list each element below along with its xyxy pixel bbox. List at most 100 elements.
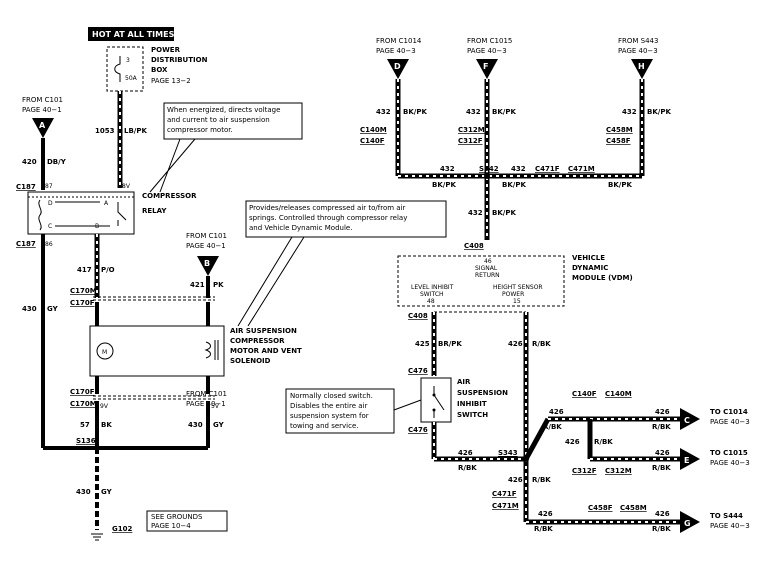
svg-text:C312F: C312F (458, 137, 483, 145)
svg-text:F: F (483, 62, 488, 71)
wire-430-num-c: 430 (188, 421, 203, 429)
c187-bottom: C187 (16, 240, 36, 248)
svg-text:R/BK: R/BK (652, 525, 671, 533)
svg-text:48: 48 (427, 298, 435, 305)
svg-text:BK/PK: BK/PK (502, 181, 526, 189)
conn-b2-from: FROM C101 (186, 390, 227, 398)
svg-text:TO S444: TO S444 (710, 512, 743, 520)
svg-text:432: 432 (440, 165, 455, 173)
svg-text:SUSPENSION: SUSPENSION (457, 389, 508, 397)
relay-label-2: RELAY (142, 207, 167, 215)
svg-text:SIGNAL: SIGNAL (475, 265, 498, 272)
svg-text:PAGE 40−3: PAGE 40−3 (467, 47, 507, 55)
wire-1053-color: LB/PK (124, 127, 147, 135)
svg-text:C312F: C312F (572, 467, 597, 475)
svg-text:C408: C408 (464, 242, 484, 250)
motor-label-1: AIR SUSPENSION (230, 327, 297, 335)
ground-g102: G102 (112, 525, 132, 533)
wire-421-color: PK (213, 281, 224, 289)
conn-b-page: PAGE 40−1 (186, 242, 226, 250)
svg-text:426: 426 (655, 449, 670, 457)
svg-text:S343: S343 (498, 449, 518, 457)
svg-text:PAGE 40−3: PAGE 40−3 (710, 418, 750, 426)
svg-text:C458M: C458M (620, 504, 647, 512)
ground-symbol (91, 533, 103, 541)
svg-text:FROM C1015: FROM C1015 (467, 37, 512, 45)
wire-430-color-c: GY (213, 421, 225, 429)
svg-text:G: G (684, 519, 691, 528)
wire-1053-num: 1053 (95, 127, 115, 135)
svg-text:R/BK: R/BK (652, 423, 671, 431)
connector-c-triangle (680, 408, 700, 430)
svg-text:When energized, directs voltag: When energized, directs voltage (167, 106, 280, 114)
svg-text:426: 426 (549, 408, 564, 416)
hot-at-all-times-banner (88, 27, 174, 41)
svg-text:H: H (638, 62, 645, 71)
svg-text:compressor motor.: compressor motor. (167, 126, 233, 134)
wire-57-num: 57 (80, 421, 90, 429)
svg-text:R/BK: R/BK (534, 525, 553, 533)
svg-text:D: D (394, 62, 401, 71)
svg-text:46: 46 (484, 258, 492, 265)
svg-text:RETURN: RETURN (475, 272, 500, 279)
svg-text:BK/PK: BK/PK (492, 108, 516, 116)
svg-text:C140M: C140M (605, 390, 632, 398)
svg-text:C471M: C471M (568, 165, 595, 173)
compressor-relay-box (27, 191, 135, 235)
svg-text:R/BK: R/BK (543, 423, 562, 431)
wire-430-color-a: GY (47, 305, 59, 313)
svg-text:TO C1014: TO C1014 (710, 408, 748, 416)
svg-text:C476: C476 (408, 426, 428, 434)
svg-text:C471F: C471F (492, 490, 517, 498)
fuse-amperage: 50A (125, 75, 138, 82)
svg-text:BK/PK: BK/PK (647, 108, 671, 116)
svg-text:C408: C408 (408, 312, 428, 320)
compressor-motor-box (89, 325, 225, 377)
relay-note-box (163, 102, 303, 140)
connector-b-triangle (197, 256, 219, 276)
svg-text:C140M: C140M (360, 126, 387, 134)
power-distribution-box (106, 46, 144, 92)
svg-text:R/BK: R/BK (458, 464, 477, 472)
svg-text:426: 426 (565, 438, 580, 446)
connector-a-letter: A (39, 121, 46, 130)
svg-text:BR/PK: BR/PK (438, 340, 462, 348)
svg-text:R/BK: R/BK (532, 340, 551, 348)
svg-text:VEHICLE: VEHICLE (572, 254, 605, 262)
svg-text:426: 426 (655, 510, 670, 518)
svg-text:E: E (684, 456, 689, 465)
wire-421-num: 421 (190, 281, 205, 289)
connector-g-triangle (680, 511, 700, 533)
conn-a-page: PAGE 40−1 (22, 106, 62, 114)
svg-text:MODULE (VDM): MODULE (VDM) (572, 274, 633, 282)
c170f-bottom: C170F (70, 388, 95, 396)
splice-s342 (484, 173, 490, 179)
pin-87-top: 87 (45, 183, 53, 190)
conn-a-from: FROM C101 (22, 96, 63, 104)
inhibit-switch-box (420, 377, 452, 423)
motor-m: M (102, 349, 107, 356)
svg-text:426: 426 (458, 449, 473, 457)
svg-text:C476: C476 (408, 367, 428, 375)
pdb-label-1: POWER (151, 46, 181, 54)
svg-text:C312M: C312M (458, 126, 485, 134)
fuse-number: 3 (126, 57, 130, 64)
svg-text:15: 15 (513, 298, 521, 305)
svg-text:R/BK: R/BK (532, 476, 551, 484)
pdb-label-2: DISTRIBUTION (151, 56, 208, 64)
connector-a-triangle (32, 118, 54, 138)
motor-symbol (96, 342, 114, 360)
relay-label-1: COMPRESSOR (142, 192, 197, 200)
svg-text:BK/PK: BK/PK (608, 181, 632, 189)
connector-f-triangle (476, 59, 498, 79)
svg-text:425: 425 (415, 340, 430, 348)
connector-b-letter: B (204, 259, 210, 268)
svg-text:C312M: C312M (605, 467, 632, 475)
pin-86: 86 (45, 241, 53, 248)
wire-430-color-b: GY (101, 488, 113, 496)
s136-label: S136 (76, 437, 96, 445)
svg-text:INHIBIT: INHIBIT (457, 400, 487, 408)
relay-coil (38, 199, 42, 231)
svg-text:C140F: C140F (572, 390, 597, 398)
